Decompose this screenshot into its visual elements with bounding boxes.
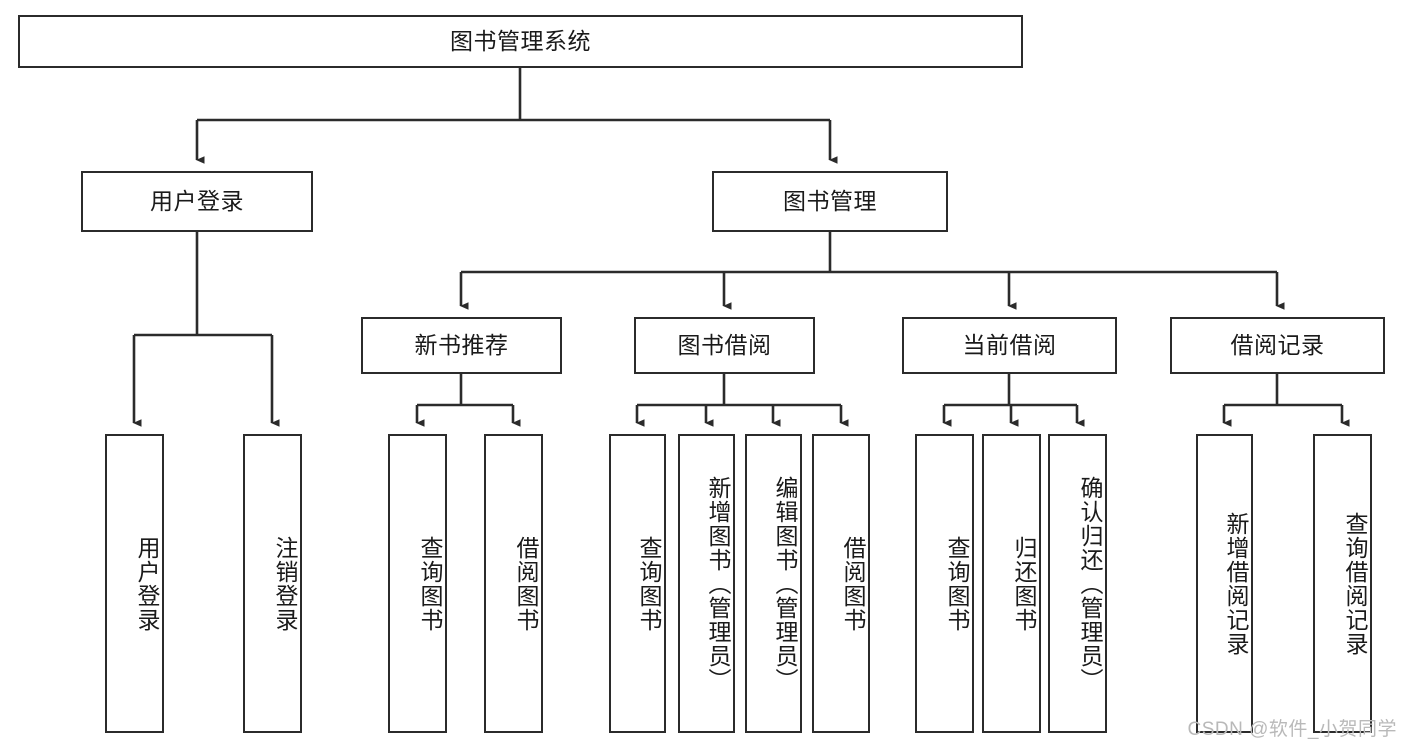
node-leaf-user-login-label: 用户登录 — [134, 535, 160, 632]
node-leaf-edit-book[interactable]: 编辑图书（管理员） — [745, 434, 802, 733]
node-book-borrow-label: 图书借阅 — [677, 331, 772, 358]
node-new-book-recommend[interactable]: 新书推荐 — [361, 317, 562, 374]
node-leaf-query-borrow-record-label: 查询借阅记录 — [1342, 511, 1368, 656]
node-borrow-record[interactable]: 借阅记录 — [1170, 317, 1385, 374]
node-user-login-label: 用户登录 — [150, 187, 244, 214]
node-leaf-query-book-1[interactable]: 查询图书 — [388, 434, 447, 733]
node-leaf-edit-book-label: 编辑图书（管理员） — [772, 475, 798, 692]
node-current-borrow[interactable]: 当前借阅 — [902, 317, 1117, 374]
node-leaf-return-book-label: 归还图书 — [1011, 535, 1037, 632]
node-leaf-logout-label: 注销登录 — [272, 535, 298, 632]
node-leaf-borrow-book-1[interactable]: 借阅图书 — [484, 434, 543, 733]
node-leaf-borrow-book-1-label: 借阅图书 — [513, 535, 539, 632]
node-leaf-borrow-book-2-label: 借阅图书 — [840, 535, 866, 632]
watermark: CSDN @软件_小贺同学 — [1187, 719, 1397, 740]
node-current-borrow-label: 当前借阅 — [962, 331, 1057, 358]
node-leaf-query-book-1-label: 查询图书 — [417, 535, 443, 632]
node-leaf-query-book-3-label: 查询图书 — [944, 535, 970, 632]
node-leaf-add-book-label: 新增图书（管理员） — [705, 475, 731, 692]
node-leaf-query-book-2-label: 查询图书 — [636, 535, 662, 632]
node-leaf-confirm-return-label: 确认归还（管理员） — [1077, 475, 1103, 692]
node-book-borrow[interactable]: 图书借阅 — [634, 317, 815, 374]
node-leaf-logout[interactable]: 注销登录 — [243, 434, 302, 733]
node-leaf-query-borrow-record[interactable]: 查询借阅记录 — [1313, 434, 1372, 733]
node-leaf-add-borrow-record[interactable]: 新增借阅记录 — [1196, 434, 1253, 733]
node-user-login[interactable]: 用户登录 — [81, 171, 313, 232]
node-new-book-recommend-label: 新书推荐 — [414, 331, 509, 358]
node-leaf-return-book[interactable]: 归还图书 — [982, 434, 1041, 733]
node-leaf-add-borrow-record-label: 新增借阅记录 — [1223, 511, 1249, 656]
node-leaf-query-book-3[interactable]: 查询图书 — [915, 434, 974, 733]
node-borrow-record-label: 借阅记录 — [1230, 331, 1325, 358]
node-book-management[interactable]: 图书管理 — [712, 171, 948, 232]
node-leaf-borrow-book-2[interactable]: 借阅图书 — [812, 434, 870, 733]
node-leaf-query-book-2[interactable]: 查询图书 — [609, 434, 666, 733]
node-root[interactable]: 图书管理系统 — [18, 15, 1023, 68]
node-leaf-add-book[interactable]: 新增图书（管理员） — [678, 434, 735, 733]
node-leaf-confirm-return[interactable]: 确认归还（管理员） — [1048, 434, 1107, 733]
node-root-label: 图书管理系统 — [450, 27, 591, 54]
node-leaf-user-login[interactable]: 用户登录 — [105, 434, 164, 733]
node-book-management-label: 图书管理 — [783, 187, 877, 214]
